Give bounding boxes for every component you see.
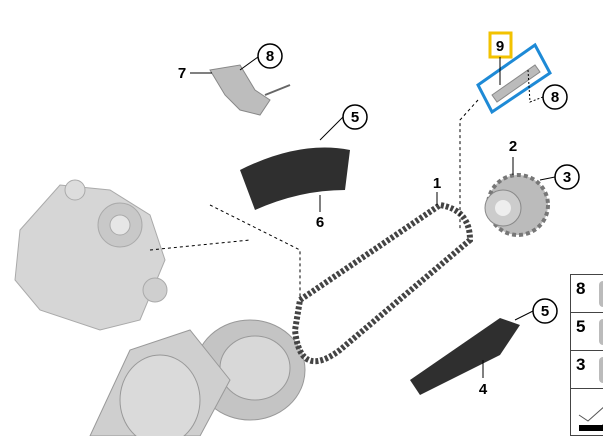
panel-item-other[interactable] [571, 389, 603, 435]
svg-text:7: 7 [178, 65, 186, 82]
callout-4[interactable]: 4 [479, 381, 488, 398]
guide-rail-6 [240, 147, 350, 210]
svg-text:5: 5 [541, 303, 549, 320]
svg-text:8: 8 [266, 48, 274, 65]
callout-7[interactable]: 7 [178, 65, 186, 82]
svg-text:6: 6 [316, 214, 324, 231]
parts-side-panel: 8 5 3 [570, 274, 603, 436]
part-thumbnail [599, 319, 603, 345]
callout-2[interactable]: 2 [509, 138, 517, 155]
svg-text:5: 5 [351, 109, 359, 126]
callout-3[interactable]: 3 [554, 164, 580, 190]
svg-text:2: 2 [509, 138, 517, 155]
panel-item-3[interactable]: 3 [571, 351, 603, 389]
callout-6[interactable]: 6 [316, 214, 324, 231]
timing-chain [291, 201, 474, 365]
camshaft-sprocket [484, 173, 550, 237]
highlighted-part-9 [476, 31, 552, 115]
panel-item-label: 3 [576, 355, 586, 374]
callout-5-lower[interactable]: 5 [532, 298, 558, 324]
svg-text:1: 1 [433, 175, 441, 192]
panel-item-8[interactable]: 8 [571, 275, 603, 313]
callout-1[interactable]: 1 [433, 175, 441, 192]
callout-5-upper[interactable]: 5 [342, 104, 368, 130]
panel-item-5[interactable]: 5 [571, 313, 603, 351]
svg-text:3: 3 [563, 169, 571, 186]
chain-tensioner [209, 64, 291, 116]
tensioner-rail-4 [410, 318, 520, 395]
callout-8-tensioner[interactable]: 8 [257, 43, 283, 69]
svg-text:8: 8 [551, 89, 559, 106]
leader-lines [149, 56, 556, 378]
svg-text:9: 9 [496, 38, 504, 55]
crankshaft [89, 319, 306, 436]
wedge-icon [578, 406, 603, 431]
svg-text:4: 4 [479, 381, 488, 398]
callout-9[interactable]: 9 [496, 38, 504, 55]
high-pressure-pump [14, 179, 168, 331]
part-thumbnail [599, 357, 603, 383]
panel-item-label: 5 [576, 317, 586, 336]
panel-item-label: 8 [576, 279, 586, 298]
part-thumbnail [599, 281, 603, 307]
callout-8-pin[interactable]: 8 [542, 84, 568, 110]
